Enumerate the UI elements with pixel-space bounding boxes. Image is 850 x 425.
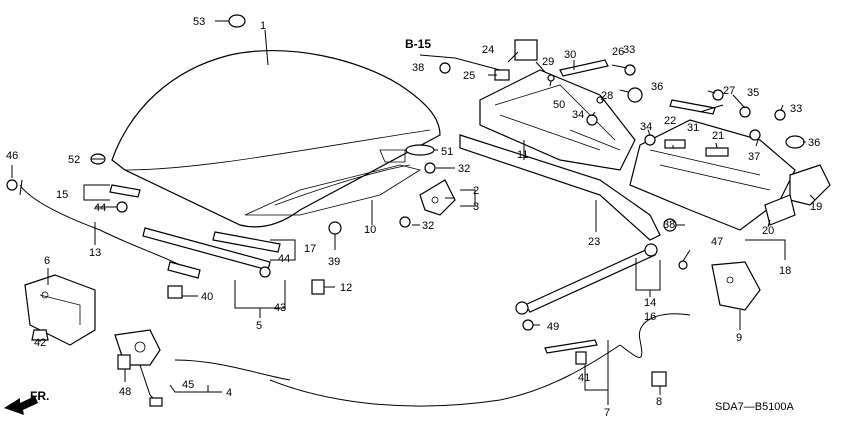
callout-43: 43: [274, 302, 286, 314]
callout-13: 13: [89, 247, 101, 259]
hood-hinge-part: [419, 179, 456, 216]
callout-29: 29: [542, 56, 554, 68]
callout-24: 24: [482, 44, 494, 56]
callout-34: 34: [572, 109, 584, 121]
callout-38b: 38: [663, 219, 675, 231]
callout-5: 5: [256, 320, 262, 332]
callout-23: 23: [588, 236, 600, 248]
callout-46: 46: [6, 150, 18, 162]
callout-47: 47: [711, 236, 723, 248]
callout-42: 42: [34, 337, 46, 349]
callout-27: 27: [723, 85, 735, 97]
callout-32b: 32: [422, 220, 434, 232]
callout-32: 32: [458, 163, 470, 175]
hood-part: [111, 50, 441, 228]
callout-36: 36: [651, 81, 663, 93]
callout-49: 49: [547, 321, 559, 333]
callout-44: 44: [94, 202, 106, 214]
callout-41: 41: [578, 372, 590, 384]
callout-39: 39: [328, 256, 340, 268]
callout-28: 28: [601, 90, 613, 102]
front-direction-arrow: FR.: [4, 389, 49, 415]
front-direction-label: FR.: [30, 389, 49, 403]
callout-25: 25: [463, 70, 475, 82]
callout-53: 53: [193, 16, 205, 28]
callout-31: 31: [687, 122, 699, 134]
callout-8: 8: [656, 396, 662, 408]
callout-51: 51: [441, 146, 453, 158]
reference-label: B-15: [405, 37, 431, 51]
hood-hinge-right-part: [711, 261, 761, 311]
callout-7: 7: [604, 407, 610, 419]
callout-45: 45: [182, 379, 194, 391]
callout-1: 1: [260, 20, 266, 32]
callout-3: 3: [473, 201, 479, 213]
callout-labels: 1 2 3 4 5 6 7 8 9 10 11 12 13 14 15 16 1…: [6, 16, 822, 419]
callout-48: 48: [119, 386, 131, 398]
callout-40: 40: [201, 291, 213, 303]
callout-37: 37: [748, 151, 760, 163]
callout-10: 10: [364, 224, 376, 236]
leader-lines: [11, 20, 816, 405]
callout-26: 26: [612, 46, 624, 58]
callout-30: 30: [564, 49, 576, 61]
callout-22: 22: [664, 115, 676, 127]
hood-lock-bracket-part: [24, 274, 96, 346]
callout-21: 21: [712, 130, 724, 142]
callout-17: 17: [304, 243, 316, 255]
callout-33: 33: [623, 44, 635, 56]
release-cable-part: [174, 359, 291, 381]
callout-52: 52: [68, 154, 80, 166]
callout-12: 12: [340, 282, 352, 294]
callout-18: 18: [779, 265, 791, 277]
hood-gas-strut-part: [515, 243, 658, 315]
callout-50: 50: [553, 99, 565, 111]
callout-35: 35: [747, 87, 759, 99]
callout-14: 14: [644, 297, 656, 309]
callout-19: 19: [810, 201, 822, 213]
callout-20: 20: [762, 225, 774, 237]
callout-34b: 34: [640, 121, 652, 133]
cowl-top-part: [479, 69, 636, 171]
cowl-seal-part: [459, 134, 661, 241]
callout-36b: 36: [808, 137, 820, 149]
switch-48-part: [117, 354, 131, 370]
cap-53-part: [228, 14, 246, 28]
fastener-group: [6, 39, 805, 387]
callout-15: 15: [56, 189, 68, 201]
callout-6: 6: [44, 255, 50, 267]
callout-4: 4: [226, 387, 232, 399]
hood-support-rod-part: [19, 179, 201, 279]
diagram-code: SDA7—B5100A: [715, 401, 795, 413]
bumper-42-part: [31, 329, 49, 341]
callout-11: 11: [517, 149, 528, 161]
callout-2: 2: [473, 185, 479, 197]
hood-molding-part: [109, 184, 281, 271]
callout-9: 9: [736, 332, 742, 344]
callout-44b: 44: [278, 253, 290, 265]
callout-33b: 33: [790, 103, 802, 115]
callout-38: 38: [412, 62, 424, 74]
callout-16: 16: [644, 311, 656, 323]
cable-guide-part: [544, 339, 598, 354]
hood-seal-part: [405, 144, 435, 156]
